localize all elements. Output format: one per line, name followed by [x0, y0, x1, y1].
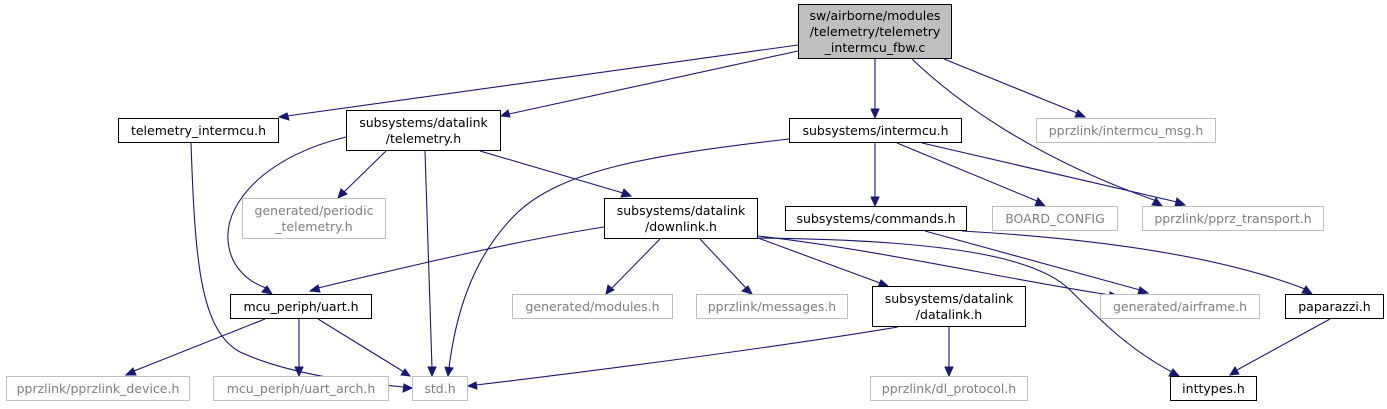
node-inttypes-h[interactable]: inttypes.h	[1170, 376, 1257, 401]
edge-arrowhead	[402, 383, 414, 393]
edge-arrowhead	[944, 366, 954, 378]
edge-line	[317, 318, 405, 373]
edge-root-to-telemetry_intermcu	[277, 44, 799, 121]
node-telemetry-intermcu-h[interactable]: telemetry_intermcu.h	[118, 118, 279, 143]
node-pprzlink-messages-h[interactable]: pprzlink/messages.h	[696, 294, 848, 319]
edge-arrowhead	[427, 366, 437, 378]
edge-arrowhead	[400, 368, 412, 377]
node-pprz-transport-h[interactable]: pprzlink/pprz_transport.h	[1142, 206, 1324, 231]
edge-downlink-to-uart	[308, 226, 605, 293]
node-generated-airframe-h[interactable]: generated/airframe.h	[1100, 294, 1260, 319]
edge-arrowhead	[1174, 197, 1187, 207]
node-datalink-telemetry-h[interactable]: subsystems/datalink/telemetry.h	[346, 110, 501, 151]
edge-line	[611, 238, 661, 289]
edge-commands-to-airframe	[924, 230, 1150, 295]
edge-arrowhead	[1168, 368, 1181, 377]
edge-arrowhead	[1229, 366, 1240, 376]
edge-line	[961, 230, 1306, 290]
edge-arrowhead	[740, 285, 753, 295]
node-commands-h[interactable]: subsystems/commands.h	[785, 206, 967, 231]
edge-uart-to-pprzlink_device	[124, 318, 266, 376]
edge-line	[924, 230, 1141, 291]
node-uart-arch-h[interactable]: mcu_periph/uart_arch.h	[213, 376, 389, 401]
edge-root-to-intermcu_msg	[943, 58, 1087, 118]
edge-arrowhead	[1151, 197, 1164, 207]
edge-intermcu-to-pprz_transport	[921, 142, 1187, 207]
edge-arrowhead	[1034, 197, 1047, 207]
edge-arrowhead	[1301, 285, 1314, 295]
edge-arrowhead	[870, 196, 880, 208]
edge-root-to-dl_telemetry	[499, 50, 799, 118]
edge-line	[699, 238, 747, 289]
edge-dl_telemetry-to-downlink	[479, 150, 633, 198]
edge-arrowhead	[294, 366, 304, 378]
edge-downlink-to-datalink	[757, 237, 890, 288]
edge-line	[133, 318, 266, 372]
node-uart-h[interactable]: mcu_periph/uart.h	[230, 294, 372, 319]
edge-dl_telemetry-to-std	[424, 150, 437, 378]
edge-line	[286, 44, 799, 117]
edge-arrowhead	[1137, 286, 1150, 295]
edge-arrowhead	[124, 367, 137, 376]
node-board-config[interactable]: BOARD_CONFIG	[992, 206, 1118, 231]
edge-line	[448, 138, 790, 369]
edge-line	[227, 136, 347, 289]
edge-line	[479, 150, 624, 194]
edge-line	[1236, 318, 1331, 371]
node-datalink-downlink-h[interactable]: subsystems/datalink/downlink.h	[604, 198, 758, 239]
edge-root-to-intermcu	[870, 59, 880, 120]
edge-line	[343, 150, 387, 193]
edge-uart-to-std	[317, 318, 412, 377]
edge-line	[757, 237, 881, 284]
edge-arrowhead	[444, 366, 454, 378]
edge-line	[911, 58, 1155, 201]
edge-arrowhead	[308, 284, 321, 293]
edge-uart-to-uart_arch	[294, 319, 304, 378]
node-generated-modules-h[interactable]: generated/modules.h	[512, 294, 673, 319]
node-pprzlink-device-h[interactable]: pprzlink/pprzlink_device.h	[6, 376, 190, 401]
edge-line	[424, 150, 433, 369]
node-periodic-telemetry-h[interactable]: generated/periodic_telemetry.h	[242, 198, 386, 239]
edge-datalink-to-std	[466, 326, 899, 390]
edge-intermcu-to-board_config	[896, 142, 1047, 207]
edge-intermcu-to-std	[444, 138, 790, 378]
edge-line	[757, 237, 1173, 373]
edge-datalink-to-dl_protocol	[944, 327, 954, 378]
node-intermcu-msg-h[interactable]: pprzlink/intermcu_msg.h	[1036, 118, 1216, 143]
edge-line	[475, 326, 899, 386]
edge-root-to-pprz_transport	[911, 58, 1164, 207]
edge-telemetry_intermcu-to-std	[190, 142, 414, 393]
edge-arrowhead	[870, 108, 880, 120]
edge-arrowhead	[337, 188, 348, 199]
edge-dl_telemetry-to-uart	[227, 136, 347, 295]
edge-intermcu-to-commands	[870, 143, 880, 208]
edge-paparazzi-to-inttypes	[1229, 318, 1331, 376]
edge-arrowhead	[499, 109, 511, 118]
edge-line	[508, 50, 799, 115]
edge-line	[317, 226, 605, 289]
edge-arrowhead	[1074, 109, 1087, 118]
node-dl-protocol-h[interactable]: pprzlink/dl_protocol.h	[870, 376, 1028, 401]
edge-line	[190, 142, 405, 388]
edge-commands-to-paparazzi	[961, 230, 1314, 295]
edge-arrowhead	[261, 285, 274, 295]
edge-arrowhead	[466, 381, 478, 390]
edge-line	[943, 58, 1078, 114]
edge-arrowhead	[620, 188, 633, 198]
node-paparazzi-h[interactable]: paparazzi.h	[1285, 294, 1384, 319]
edge-line	[921, 142, 1178, 203]
edge-downlink-to-modules	[605, 238, 661, 295]
edge-dl_telemetry-to-periodic	[337, 150, 387, 199]
edge-arrowhead	[605, 284, 615, 295]
node-datalink-datalink-h[interactable]: subsystems/datalink/datalink.h	[872, 286, 1026, 327]
edge-arrowhead	[277, 112, 290, 121]
node-telemetry-intermcu-fbw-c[interactable]: sw/airborne/modules/telemetry/telemetry_…	[798, 4, 952, 59]
edge-downlink-to-messages	[699, 238, 753, 295]
node-intermcu-h[interactable]: subsystems/intermcu.h	[789, 118, 962, 143]
node-std-h[interactable]: std.h	[412, 376, 468, 401]
edge-line	[896, 142, 1038, 202]
